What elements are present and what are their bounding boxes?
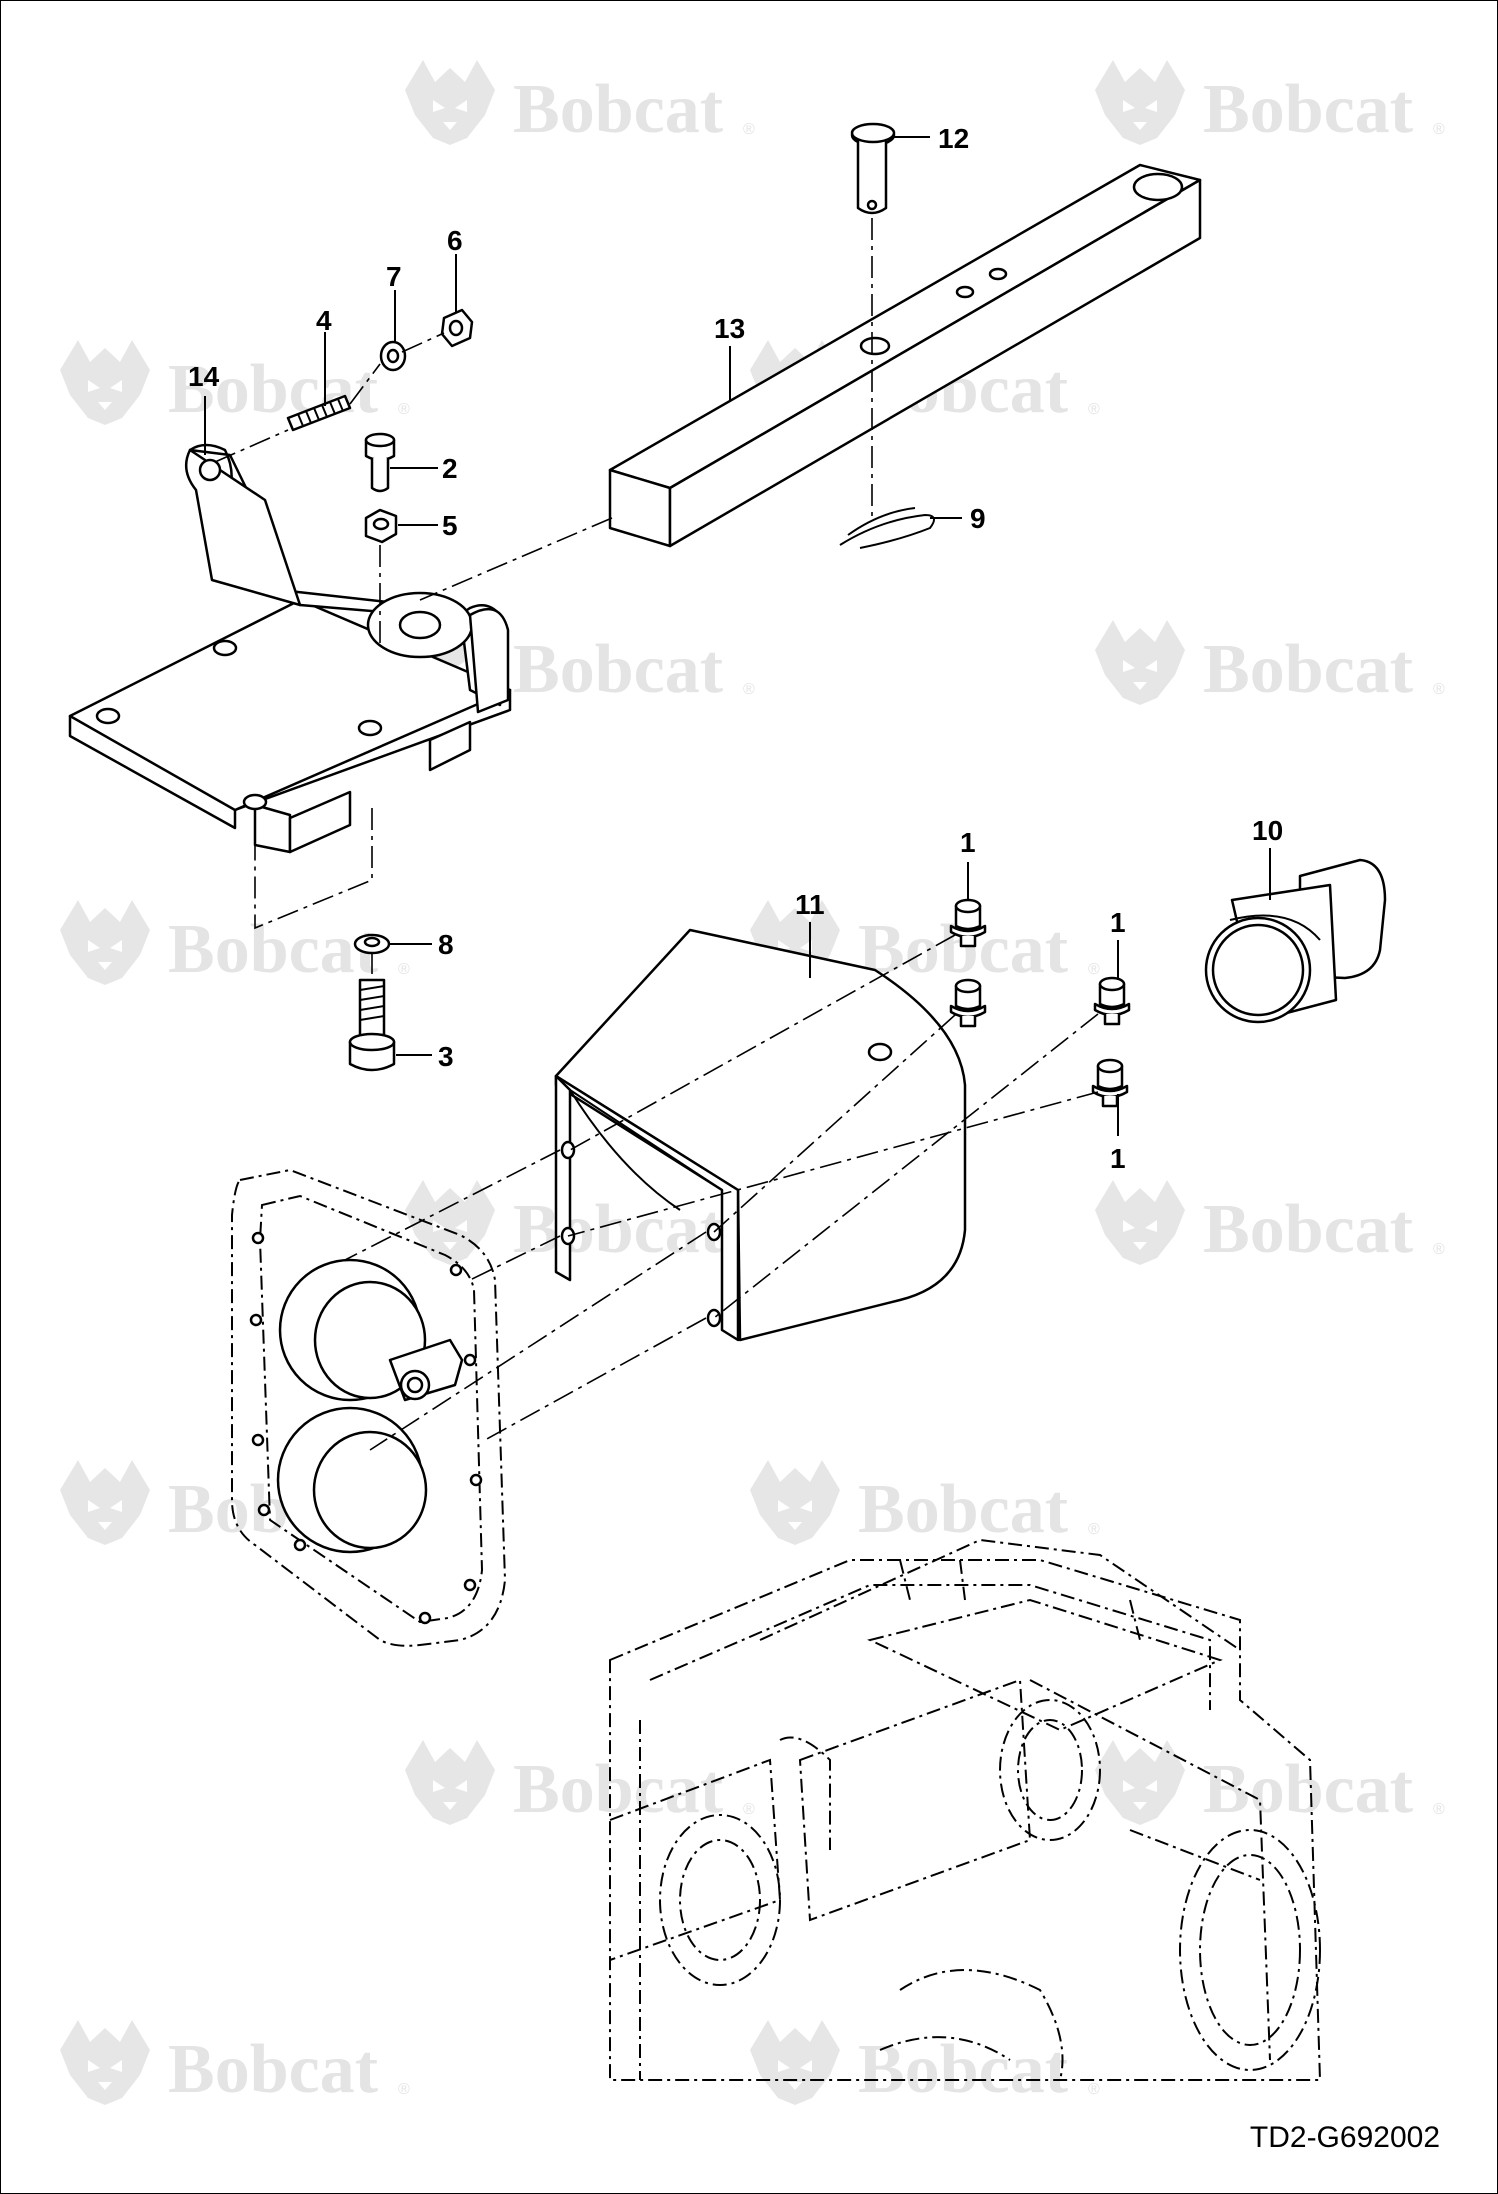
watermark-text: Bobcat	[1203, 1191, 1413, 1268]
bobcat-head-logo-icon	[1095, 620, 1185, 705]
watermark-registered-mark: ®	[743, 121, 755, 138]
figure-id: TD2-G692002	[1250, 2121, 1440, 2154]
callout-8: 8	[438, 929, 454, 960]
watermark-text: Bobcat	[513, 71, 723, 148]
watermark-registered-mark: ®	[1088, 961, 1100, 978]
part-13-drawbar	[608, 163, 1202, 548]
callout-14: 14	[188, 361, 220, 392]
part-12-clevis-pin	[850, 122, 896, 215]
bobcat-watermark: Bobcat ®	[405, 60, 755, 148]
bobcat-watermark: Bobcat ®	[405, 620, 755, 708]
bobcat-watermark: Bobcat ®	[750, 1460, 1100, 1548]
callout-3: 3	[438, 1041, 454, 1072]
bobcat-watermark: Bobcat ®	[1095, 1740, 1445, 1828]
watermark-text: Bobcat	[513, 1751, 723, 1828]
watermark-registered-mark: ®	[398, 401, 410, 418]
bobcat-head-logo-icon	[750, 2020, 840, 2105]
callout-2: 2	[442, 453, 458, 484]
watermark-registered-mark: ®	[1433, 681, 1445, 698]
callout-9: 9	[970, 503, 986, 534]
part-8-lock-washer	[353, 933, 391, 955]
watermark-layer: Bobcat ® Bobcat ® Bobcat ® Bobcat ® Bobcat ® Bobca…	[60, 60, 1445, 2108]
part-5-nut	[364, 508, 398, 544]
part-10-cap	[1204, 858, 1387, 1024]
watermark-registered-mark: ®	[1088, 401, 1100, 418]
watermark-registered-mark: ®	[398, 961, 410, 978]
watermark-text: Bobcat	[168, 351, 378, 428]
callout-1c: 1	[1110, 1143, 1126, 1174]
watermark-registered-mark: ®	[398, 2081, 410, 2098]
callout-labels: 14 4 7 6 2 5 8 3 12 13 9 1 1 1 11 10	[188, 123, 1283, 1174]
watermark-registered-mark: ®	[1433, 1241, 1445, 1258]
bobcat-watermark: Bobcat ®	[60, 900, 410, 988]
callout-5: 5	[442, 510, 458, 541]
part-7-lock-washer	[379, 340, 407, 372]
watermark-text: Bobcat	[1203, 71, 1413, 148]
bobcat-head-logo-icon	[60, 2020, 150, 2105]
callout-leaders	[204, 136, 1271, 1136]
watermark-registered-mark: ®	[1433, 1801, 1445, 1818]
part-6-nut	[440, 308, 474, 348]
bobcat-head-logo-icon	[750, 1460, 840, 1545]
bobcat-watermark: Bobcat ®	[60, 340, 410, 428]
bobcat-head-logo-icon	[60, 1460, 150, 1545]
bobcat-watermark: Bobcat®	[405, 1180, 755, 1268]
callout-6: 6	[447, 225, 463, 256]
watermark-text: Bobcat	[513, 631, 723, 708]
part-14-bracket	[68, 443, 512, 854]
callout-1a: 1	[960, 827, 976, 858]
part-2-bolt	[364, 432, 396, 493]
watermark-registered-mark: ®	[1088, 1521, 1100, 1538]
bobcat-head-logo-icon	[405, 60, 495, 145]
watermark-registered-mark: ®	[1088, 2081, 1100, 2098]
assembly-alignment-lines	[214, 218, 1099, 1451]
watermark-registered-mark: ®	[743, 681, 755, 698]
callout-1b: 1	[1110, 907, 1126, 938]
callout-4: 4	[316, 305, 332, 336]
bobcat-watermark: Bobcat ®	[1095, 1180, 1445, 1268]
bobcat-head-logo-icon	[60, 340, 150, 425]
transmission-housing-phantom	[609, 1538, 1322, 2081]
bobcat-head-logo-icon	[405, 1740, 495, 1825]
callout-13: 13	[714, 313, 745, 344]
callout-11: 11	[795, 889, 825, 920]
callout-12: 12	[938, 123, 969, 154]
part-9-hair-pin-clip	[839, 507, 935, 549]
bobcat-head-logo-icon	[1095, 1180, 1185, 1265]
watermark-text: Bobcat	[168, 911, 378, 988]
bobcat-watermark: Bobcat ®	[1095, 60, 1445, 148]
watermark-text: Bobcat	[858, 2031, 1068, 2108]
bobcat-head-logo-icon	[60, 900, 150, 985]
watermark-registered-mark: ®	[1433, 121, 1445, 138]
part-11-pto-shield	[554, 928, 967, 1342]
callout-7: 7	[386, 261, 402, 292]
bobcat-watermark: Bobcat ®	[750, 2020, 1100, 2108]
watermark-text: Bobcat	[1203, 631, 1413, 708]
callout-10: 10	[1252, 815, 1283, 846]
bobcat-head-logo-icon	[1095, 60, 1185, 145]
watermark-registered-mark: ®	[743, 1801, 755, 1818]
bobcat-watermark: Bobcat ®	[60, 2020, 410, 2108]
bobcat-watermark: Bobcat ®	[1095, 620, 1445, 708]
watermark-text: Bobcat	[168, 2031, 378, 2108]
bobcat-head-logo-icon	[1095, 1740, 1185, 1825]
pto-flange-plate	[231, 1168, 507, 1647]
part-3-hex-bolt	[348, 978, 396, 1072]
watermark-text: Bobcat	[858, 1471, 1068, 1548]
watermark-text: Bobcat	[1203, 1751, 1413, 1828]
bobcat-watermark: Bobcat ®	[405, 1740, 755, 1828]
